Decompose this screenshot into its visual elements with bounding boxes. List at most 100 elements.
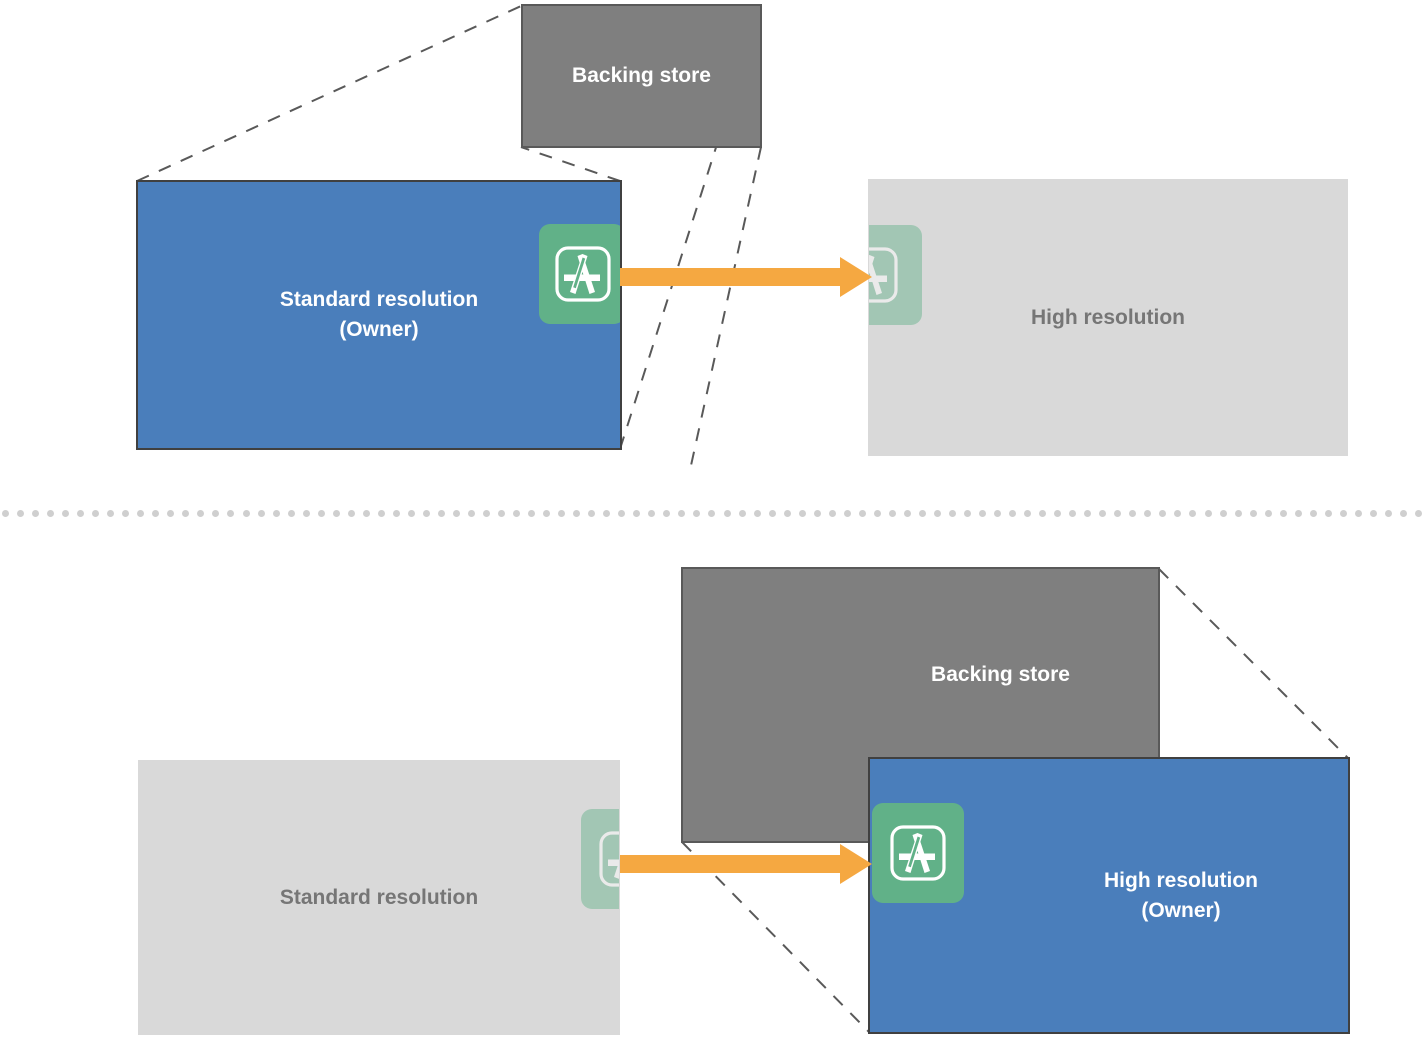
divider-dot — [362, 510, 370, 517]
divider-dot — [1114, 510, 1122, 517]
divider-dot — [768, 510, 776, 517]
standard-resolution-label-bottom: Standard resolution — [279, 885, 479, 909]
divider-dot — [1249, 510, 1257, 517]
divider-dot — [317, 510, 325, 517]
backing-store-box-top[interactable]: Backing store — [521, 4, 762, 148]
divider-dot — [1009, 510, 1017, 517]
divider-dot — [1219, 510, 1227, 517]
divider-dot — [77, 510, 85, 517]
app-store-icon[interactable] — [581, 809, 619, 909]
divider-dot — [1324, 510, 1332, 517]
perspective-line-bottom-right — [1158, 568, 1350, 760]
divider-dot — [32, 510, 40, 517]
divider-dot — [1084, 510, 1092, 517]
app-icon-clip-top-left — [138, 182, 620, 448]
divider-dot — [242, 510, 250, 517]
divider-dot — [167, 510, 175, 517]
divider-dot — [858, 510, 866, 517]
app-icon-clip-bottom-left — [139, 761, 619, 1034]
divider-dot — [1414, 510, 1422, 517]
divider-dot — [708, 510, 716, 517]
divider-dot — [212, 510, 220, 517]
divider-dot — [573, 510, 581, 517]
divider-dot — [994, 510, 1002, 517]
high-resolution-box-top[interactable]: High resolution — [868, 179, 1348, 456]
divider-dot — [182, 510, 190, 517]
divider-dot — [918, 510, 926, 517]
divider-dot — [227, 510, 235, 517]
divider-dot — [828, 510, 836, 517]
divider-dot — [347, 510, 355, 517]
divider-dot — [197, 510, 205, 517]
divider-dot — [964, 510, 972, 517]
divider-dot — [1294, 510, 1302, 517]
divider-dot — [62, 510, 70, 517]
app-store-icon[interactable] — [869, 225, 922, 325]
divider-dot — [1054, 510, 1062, 517]
divider-dot — [513, 510, 521, 517]
divider-dot — [738, 510, 746, 517]
perspective-line-top-far — [689, 146, 762, 471]
arrow-head — [840, 844, 872, 884]
divider-dot — [2, 510, 9, 517]
divider-dot — [1384, 510, 1392, 517]
divider-dot — [498, 510, 506, 517]
backing-store-label-bottom: Backing store — [931, 663, 1070, 687]
divider-dot — [377, 510, 385, 517]
divider-dot — [422, 510, 430, 517]
app-store-icon[interactable] — [539, 224, 620, 324]
arrow-shaft — [620, 268, 842, 286]
section-divider — [0, 510, 1428, 517]
arrow-head — [840, 257, 872, 297]
divider-dot — [483, 510, 490, 517]
divider-dot — [1399, 510, 1407, 517]
divider-dot — [152, 510, 160, 517]
divider-dot — [1369, 510, 1377, 517]
divider-dot — [903, 510, 911, 517]
divider-dot — [813, 510, 821, 517]
divider-dot — [1129, 510, 1137, 517]
divider-dot — [618, 510, 626, 517]
transfer-arrow-top[interactable] — [620, 257, 872, 297]
divider-dot — [1144, 510, 1152, 517]
divider-dot — [92, 510, 100, 517]
divider-dot — [332, 510, 340, 517]
divider-dot — [257, 510, 265, 517]
divider-dot — [888, 510, 896, 517]
arrow-shaft — [620, 855, 842, 873]
divider-dot — [137, 510, 145, 517]
perspective-line-top-mid — [520, 146, 621, 182]
divider-dot — [798, 510, 806, 517]
divider-dot — [753, 510, 761, 517]
divider-dot — [1024, 510, 1032, 517]
divider-dot — [933, 510, 941, 517]
divider-dot — [392, 510, 400, 517]
divider-dot — [1099, 510, 1107, 517]
divider-dot — [1309, 510, 1317, 517]
divider-dot — [467, 510, 475, 517]
divider-dot — [723, 510, 731, 517]
divider-dot — [843, 510, 851, 517]
divider-dot — [407, 510, 415, 517]
divider-dot — [1264, 510, 1272, 517]
divider-dot — [1354, 510, 1362, 517]
divider-dot — [1069, 510, 1077, 517]
divider-dot — [783, 510, 791, 517]
high-resolution-label-bottom: High resolution (Owner) — [1104, 868, 1258, 922]
divider-dot — [1189, 510, 1197, 517]
divider-dot — [17, 510, 25, 517]
divider-dot — [678, 510, 686, 517]
divider-dot — [588, 510, 596, 517]
divider-dot — [287, 510, 295, 517]
divider-dot — [648, 510, 656, 517]
divider-dot — [1279, 510, 1287, 517]
transfer-arrow-bottom[interactable] — [620, 844, 872, 884]
divider-dot — [1039, 510, 1047, 517]
divider-dot — [979, 510, 987, 517]
divider-dot — [302, 510, 310, 517]
app-store-icon[interactable] — [872, 803, 964, 903]
divider-dot — [452, 510, 460, 517]
divider-dot — [693, 510, 701, 517]
standard-resolution-box-bottom[interactable]: Standard resolution — [138, 760, 620, 1035]
perspective-line-bottom-left — [681, 841, 870, 1033]
